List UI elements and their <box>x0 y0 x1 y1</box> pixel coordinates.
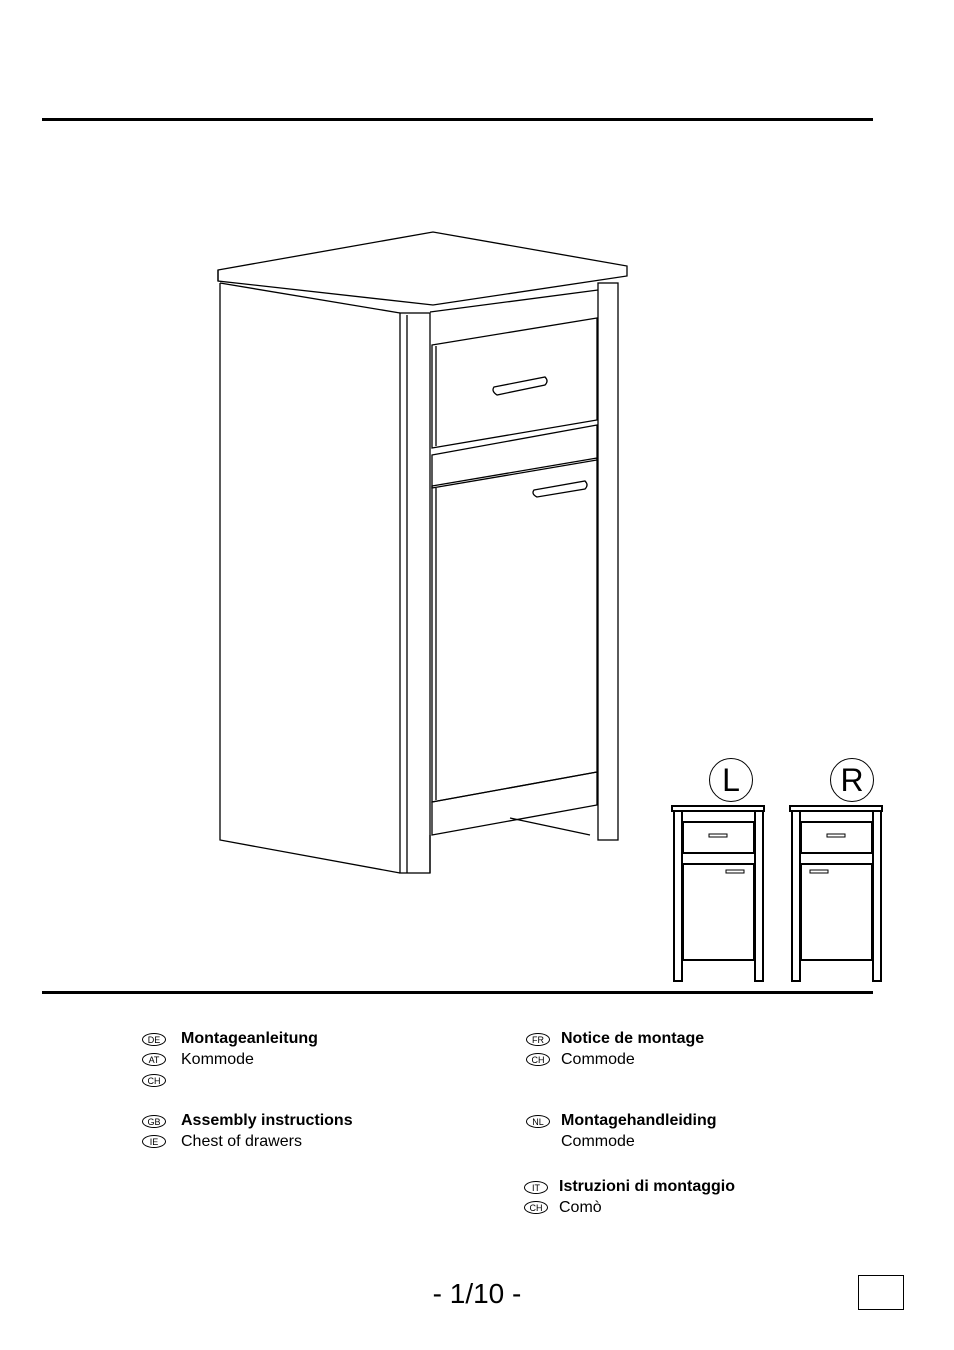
variant-left-label: L <box>709 758 753 802</box>
title: Montagehandleiding <box>561 1112 717 1129</box>
language-entry-gb: GB Assembly instructions IE Chest of drawe… <box>142 1111 353 1152</box>
country-badge: FR <box>526 1032 550 1046</box>
country-badge: NL <box>526 1114 550 1128</box>
country-badge: CH <box>524 1201 548 1215</box>
product-name: Commode <box>561 1132 635 1150</box>
product-name: Chest of drawers <box>181 1132 302 1150</box>
country-badge: DE <box>142 1032 166 1046</box>
empty-box <box>858 1275 904 1310</box>
product-name: Commode <box>561 1050 635 1068</box>
language-entry-fr: FR Notice de montage CH Commode <box>526 1029 704 1070</box>
product-name: Kommode <box>181 1050 254 1068</box>
title: Montageanleitung <box>181 1030 318 1047</box>
variant-right-label: R <box>830 758 874 802</box>
language-entry-nl: NL Montagehandleiding Commode <box>526 1111 717 1152</box>
top-rule <box>42 118 873 121</box>
language-entry-it: IT Istruzioni di montaggio CH Comò <box>524 1177 735 1218</box>
country-badge: IE <box>142 1135 166 1149</box>
country-badge: IT <box>524 1180 548 1194</box>
variant-r-drawing <box>789 805 883 982</box>
language-entry-de: DE Montageanleitung AT Kommode CH <box>142 1029 318 1091</box>
main-cabinet-drawing <box>217 231 628 874</box>
title: Assembly instructions <box>181 1112 353 1129</box>
title: Istruzioni di montaggio <box>559 1178 735 1195</box>
country-badge: CH <box>142 1073 166 1087</box>
title: Notice de montage <box>561 1030 705 1047</box>
country-badge: AT <box>142 1053 166 1067</box>
page-number: - 1/10 - <box>432 1278 522 1309</box>
variant-l-drawing <box>671 805 765 982</box>
country-badge: CH <box>526 1053 550 1067</box>
product-name: Comò <box>559 1198 602 1216</box>
country-badge: GB <box>142 1114 166 1128</box>
bottom-rule <box>42 991 873 994</box>
